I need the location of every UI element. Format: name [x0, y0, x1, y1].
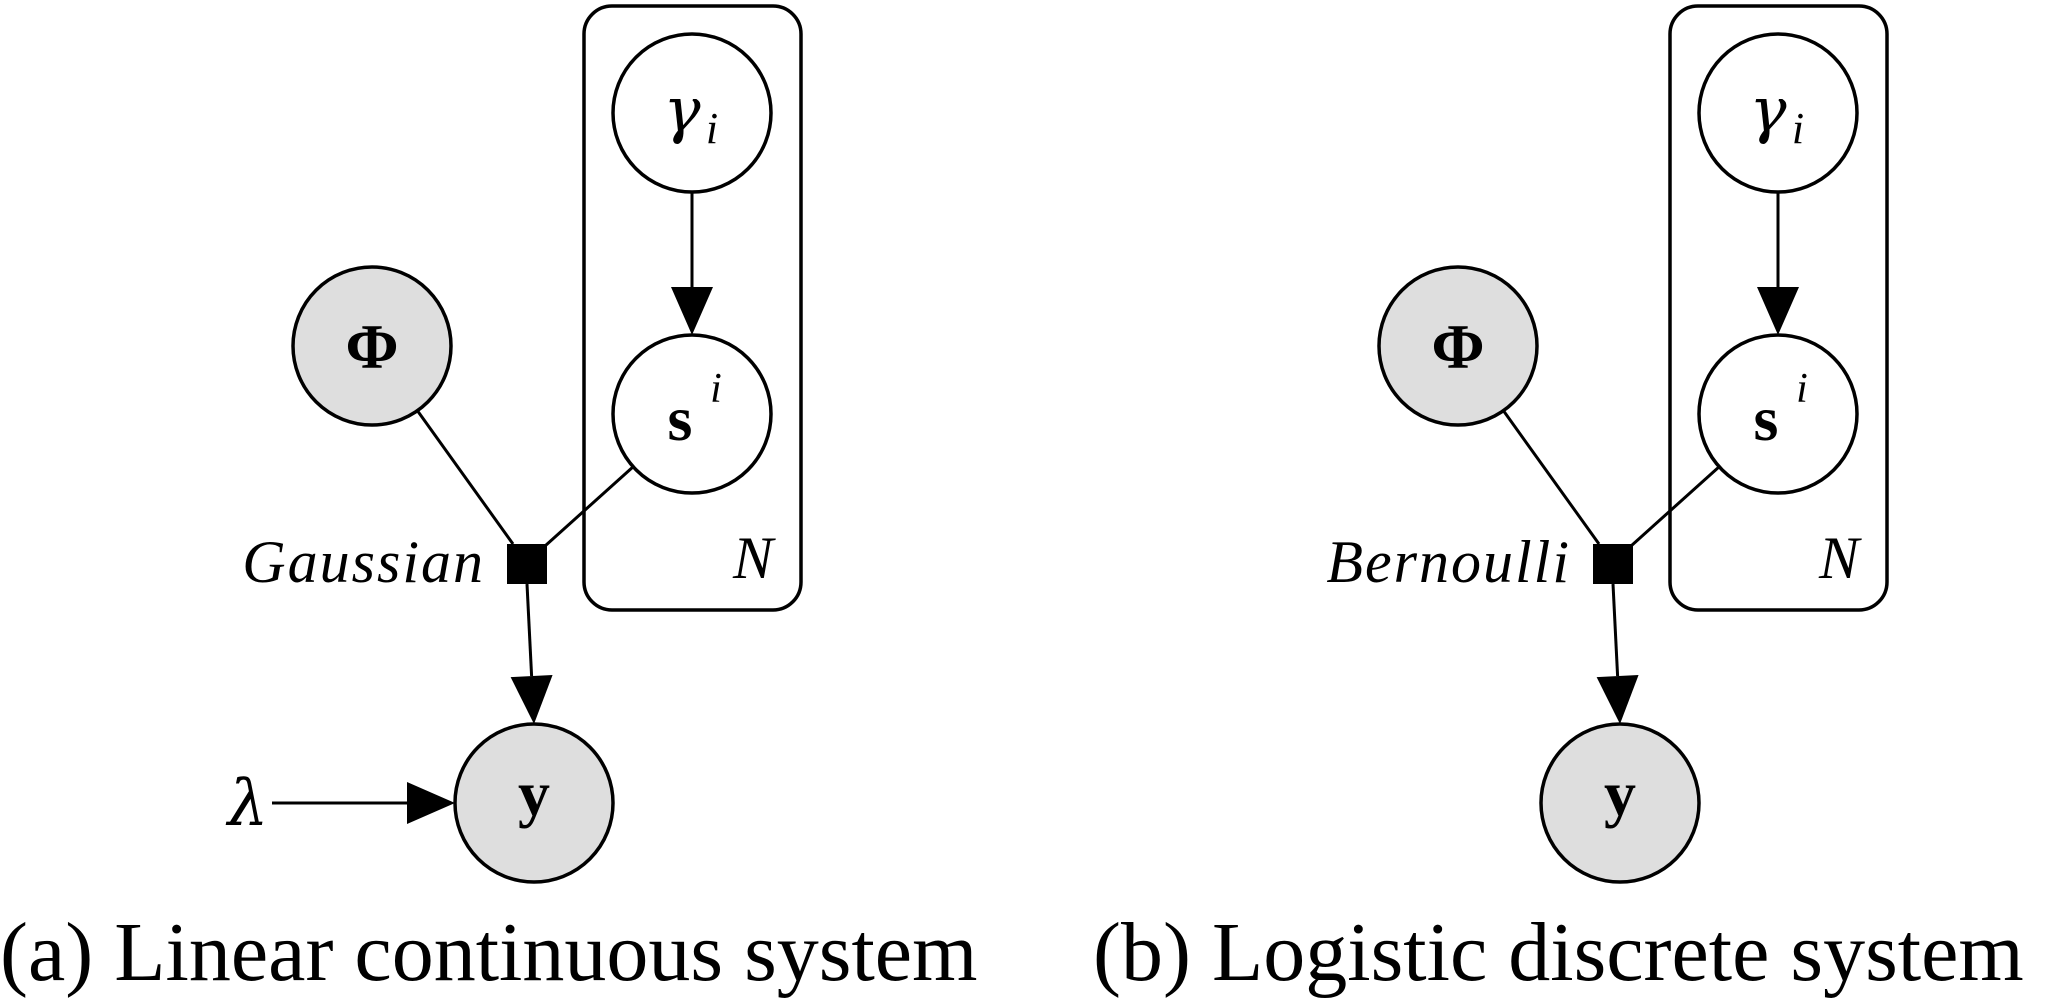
plate-label: N	[732, 525, 776, 591]
plate	[1668, 4, 1889, 612]
node-s-circle	[1697, 333, 1859, 495]
gamma-subscript: i	[1792, 104, 1804, 153]
gamma-symbol: γ	[663, 73, 701, 146]
phi-symbol: Φ	[1431, 311, 1484, 382]
s-superscript: i	[1796, 366, 1808, 412]
node-s-circle	[611, 333, 773, 495]
caption-b: (b) Logistic discrete system	[1093, 906, 2024, 999]
factor-label: Gaussian	[242, 529, 485, 595]
phi-symbol: Φ	[345, 311, 398, 382]
node-y-circle	[1539, 722, 1701, 884]
edge-phi-to-factor	[416, 409, 515, 545]
edge-s-to-factor	[543, 465, 635, 548]
node-y: y	[453, 722, 615, 884]
node-phi-circle	[291, 265, 453, 427]
gamma-symbol: γ	[1749, 73, 1787, 146]
s-superscript: i	[710, 366, 722, 412]
plate-label: N	[1818, 525, 1862, 591]
edge-gamma-to-s-arrowhead	[671, 287, 713, 335]
edge-phi-to-factor	[1502, 409, 1601, 545]
edge-s-to-factor	[1629, 465, 1721, 548]
node-phi: Φ	[291, 265, 453, 427]
node-gamma-circle	[1697, 32, 1859, 194]
edge-factor-to-y-arrowhead	[510, 675, 553, 724]
plate	[582, 4, 803, 612]
s-symbol: s	[1754, 383, 1779, 454]
node-phi-circle	[1377, 265, 1539, 427]
caption-a: (a) Linear continuous system	[0, 906, 977, 999]
edge-factor-to-y-line	[525, 583, 534, 677]
node-y: y	[1539, 722, 1701, 884]
y-symbol: y	[1604, 758, 1636, 829]
node-y-circle	[453, 722, 615, 884]
edge-gamma-to-s-arrowhead	[1757, 287, 1799, 335]
edge-factor-to-y-arrowhead	[1596, 675, 1639, 724]
edge-factor-to-y-line	[1611, 583, 1620, 677]
gamma-subscript: i	[706, 104, 718, 153]
node-phi: Φ	[1377, 265, 1539, 427]
edge-lambda-to-y-arrowhead	[407, 782, 455, 824]
factor-node	[507, 544, 547, 584]
factor-label: Bernoulli	[1326, 529, 1571, 595]
factor-node	[1593, 544, 1633, 584]
y-symbol: y	[518, 758, 550, 829]
s-symbol: s	[668, 383, 693, 454]
lambda-label: λ	[225, 767, 269, 841]
node-gamma-circle	[611, 32, 773, 194]
